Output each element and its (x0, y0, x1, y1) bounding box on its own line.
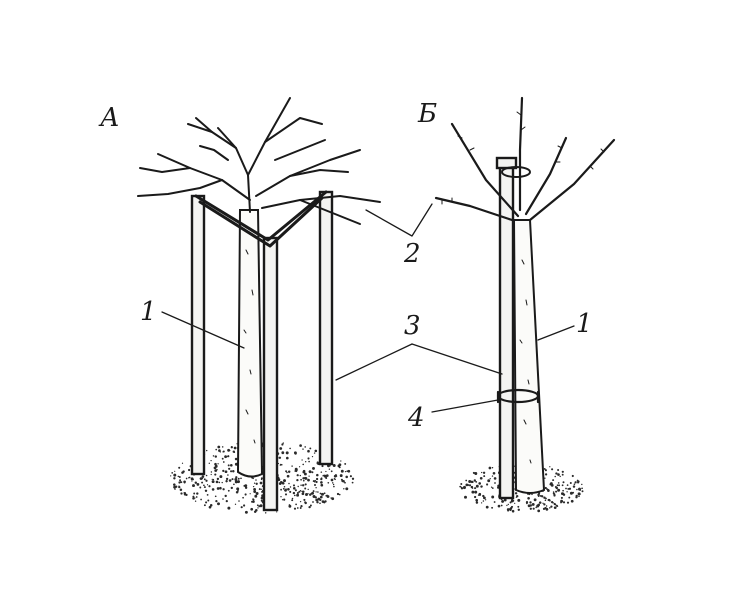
panel-a-stake-left (190, 194, 206, 476)
panel-b-callout-lines (365, 203, 575, 413)
panel-b-upper-tie (501, 166, 531, 178)
panel-a-trunk (236, 209, 264, 478)
panel-a-frame (194, 190, 328, 248)
panel-b-stake (498, 160, 515, 500)
panel-a-label: А (98, 103, 120, 133)
panel-a: А (98, 97, 413, 514)
panel-b: Б (365, 96, 616, 513)
callout-1-trunk-a: 1 (140, 297, 157, 327)
panel-b-branch-buds (441, 111, 605, 205)
panel-a-callout-lines (161, 311, 413, 381)
panel-a-crown-branches (137, 97, 381, 225)
callout-4-tie: 4 (407, 403, 425, 433)
callout-1-trunk-b: 1 (576, 309, 593, 339)
panel-a-trunk-texture (243, 249, 256, 444)
panel-a-stake-back-right (318, 190, 334, 466)
callout-3-stake: 3 (404, 311, 421, 341)
panel-b-crown-branches (434, 96, 616, 222)
panel-b-lower-tie (496, 388, 540, 404)
callout-2-branches: 2 (403, 239, 421, 269)
panel-b-trunk (512, 219, 546, 494)
panel-b-trunk-texture (519, 259, 532, 464)
panel-b-label: Б (417, 99, 437, 129)
panel-a-stake-front (262, 236, 279, 512)
